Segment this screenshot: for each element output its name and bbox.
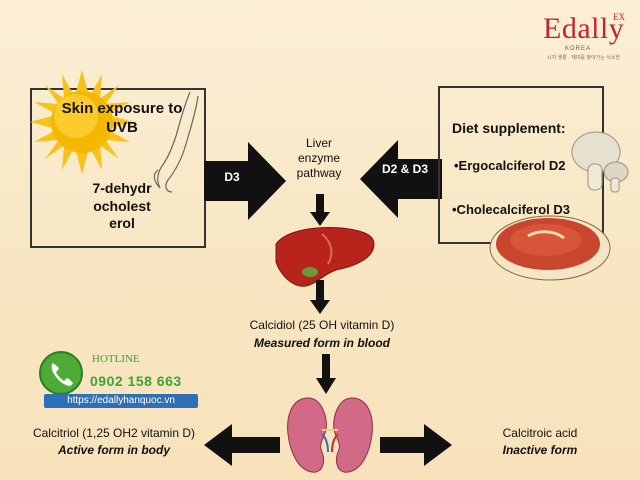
hotline-phone[interactable]: 0902 158 663 — [90, 373, 182, 389]
hotline-label: HOTLINE — [92, 353, 140, 365]
arrow-label-d2-d3: D2 & D3 — [382, 162, 429, 176]
kidneys-icon — [287, 397, 373, 473]
brand-suffix: EX — [613, 12, 625, 22]
calcidiol-name: Calcidiol (25 OH vitamin D) — [249, 318, 395, 332]
diet-item-cholecalciferol: •Cholecalciferol D3 — [452, 202, 570, 217]
arrow-down-to-calcidiol — [310, 280, 330, 314]
skin-exposure-title: Skin exposure to UVB — [61, 100, 183, 136]
diet-supplement-title: Diet supplement: — [452, 120, 566, 136]
liver-icon — [275, 227, 375, 287]
brand-name: Edally — [543, 12, 625, 45]
calcitriol-note: Active form in body — [57, 443, 170, 457]
liver-pathway-label: Liver enzyme pathway — [296, 136, 342, 180]
website-link[interactable]: https://edallyhanquoc.vn — [44, 394, 198, 408]
arrow-left-to-calcitriol — [204, 424, 280, 466]
arrow-right-d3 — [204, 142, 286, 220]
brand-country: KOREA — [565, 46, 592, 52]
arm-outline-icon — [153, 91, 199, 193]
sun-icon — [30, 70, 134, 174]
steak-icon — [489, 215, 611, 281]
calcitroic-note: Inactive form — [502, 443, 578, 457]
arrow-label-d3: D3 — [224, 170, 240, 184]
arrow-down-to-liver — [310, 194, 330, 226]
calcitroic-name: Calcitroic acid — [502, 426, 578, 440]
arrow-right-to-calcitroic — [380, 424, 452, 466]
calcidiol-note: Measured form in blood — [253, 336, 390, 350]
precursor-label: 7-dehydrocholesterol — [92, 180, 152, 231]
phone-icon[interactable] — [38, 350, 84, 396]
diet-item-ergocalciferol: •Ergocalciferol D2 — [454, 158, 566, 173]
arrow-down-to-kidneys — [316, 354, 336, 394]
arrow-left-d2-d3 — [360, 140, 442, 218]
mushroom-icon — [571, 131, 629, 193]
brand-tagline: 시지 생활 · 재미를 찾아가는 사소한 — [547, 55, 621, 61]
calcitriol-name: Calcitriol (1,25 OH2 vitamin D) — [32, 426, 196, 440]
